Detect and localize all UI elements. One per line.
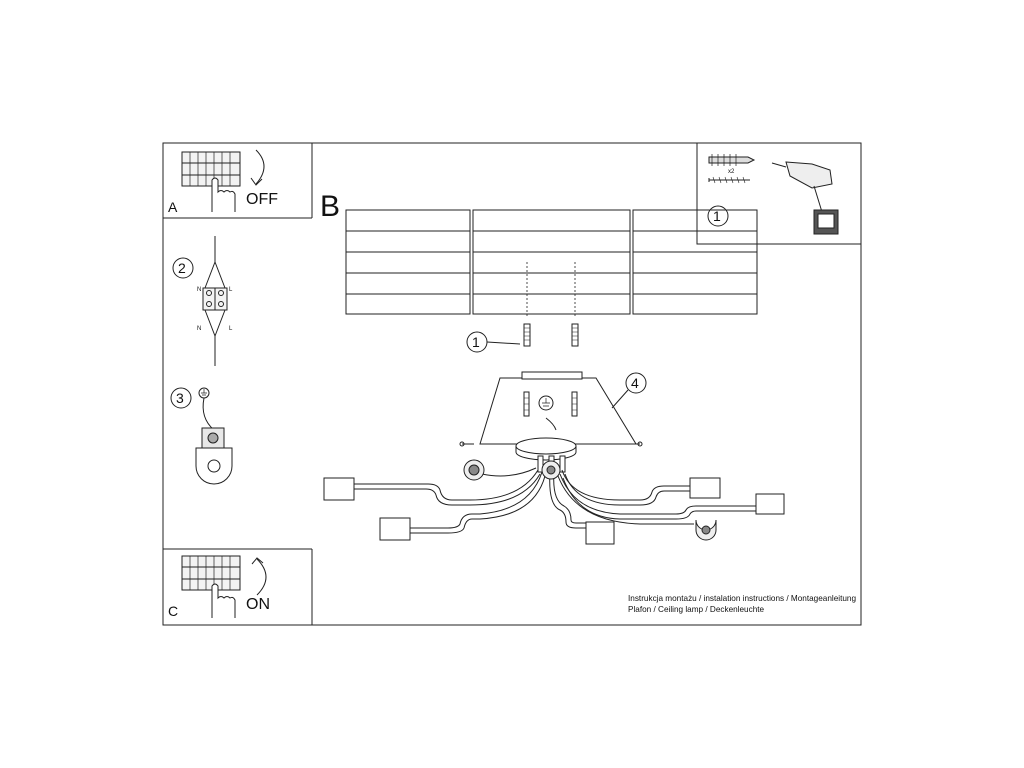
footer-product: Plafon / Ceiling lamp / Deckenleuchte: [628, 605, 765, 614]
step-4-number: 4: [631, 375, 639, 391]
terminal-block: [202, 236, 228, 366]
dowels: [523, 323, 579, 347]
outer-frame: [162, 142, 862, 626]
terminal-n-top: N: [197, 287, 201, 293]
panel-a-letter: A: [168, 199, 178, 215]
drill-step-badge: [707, 205, 729, 227]
wall-plug-icon: [708, 154, 756, 166]
arrow-down-icon: [255, 149, 265, 185]
ceiling-panels: [345, 209, 758, 315]
breaker-on-illustration: [181, 555, 241, 618]
terminal-l-bottom: L: [229, 326, 233, 332]
drill-icon: [771, 161, 839, 235]
breaker-off-illustration: [181, 151, 241, 212]
step-1-number: 1: [472, 334, 480, 350]
earth-bracket: [195, 427, 233, 485]
panel-c-letter: C: [168, 603, 178, 619]
footer-instructions: Instrukcja montażu / instalation instruc…: [628, 594, 857, 603]
step-4-badge: [625, 372, 647, 394]
terminal-l-top: L: [229, 287, 233, 293]
screw-icon: [708, 176, 750, 184]
lamp-sockets: [323, 459, 785, 545]
panel-b-letter: B: [320, 190, 340, 223]
arrow-up-icon: [256, 558, 267, 596]
step-3-number: 3: [176, 390, 184, 406]
lamp-arms: [354, 467, 756, 534]
step-2-number: 2: [178, 260, 186, 276]
panel-a-action: OFF: [246, 191, 278, 208]
step-2-badge: [172, 257, 194, 279]
step-3-badge: [170, 387, 192, 409]
panel-c-action: ON: [246, 596, 270, 613]
drill-quantity: x2: [728, 169, 735, 175]
drill-step-number: 1: [713, 208, 721, 224]
terminal-n-bottom: N: [197, 326, 201, 332]
